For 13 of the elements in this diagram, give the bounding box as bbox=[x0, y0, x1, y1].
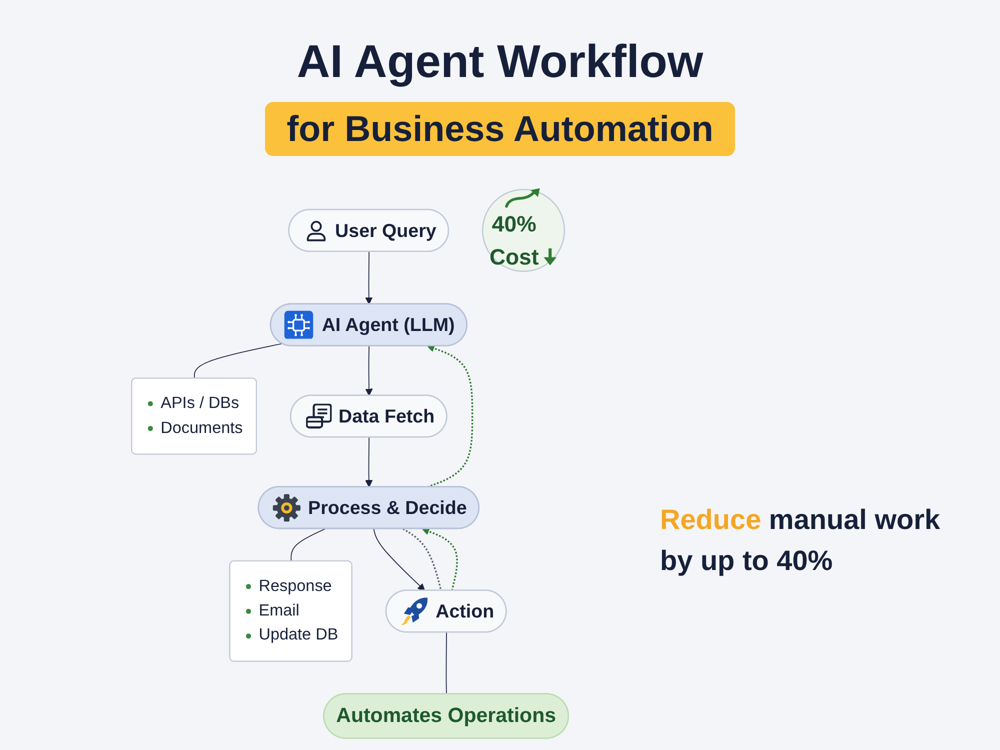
arrow bbox=[427, 344, 474, 488]
arrow bbox=[365, 251, 373, 305]
note-text: Reduce manual work by up to 40% bbox=[660, 503, 942, 578]
arrow bbox=[373, 528, 426, 591]
arrow bbox=[422, 528, 458, 591]
arrow bbox=[365, 437, 373, 488]
connector bbox=[194, 343, 282, 379]
connector bbox=[446, 632, 447, 695]
connector bbox=[290, 528, 326, 562]
arrow bbox=[365, 346, 373, 396]
connector bbox=[402, 528, 442, 591]
title: AI Agent Workflow bbox=[296, 34, 704, 88]
subtitle-banner: for Business Automation bbox=[264, 102, 736, 156]
